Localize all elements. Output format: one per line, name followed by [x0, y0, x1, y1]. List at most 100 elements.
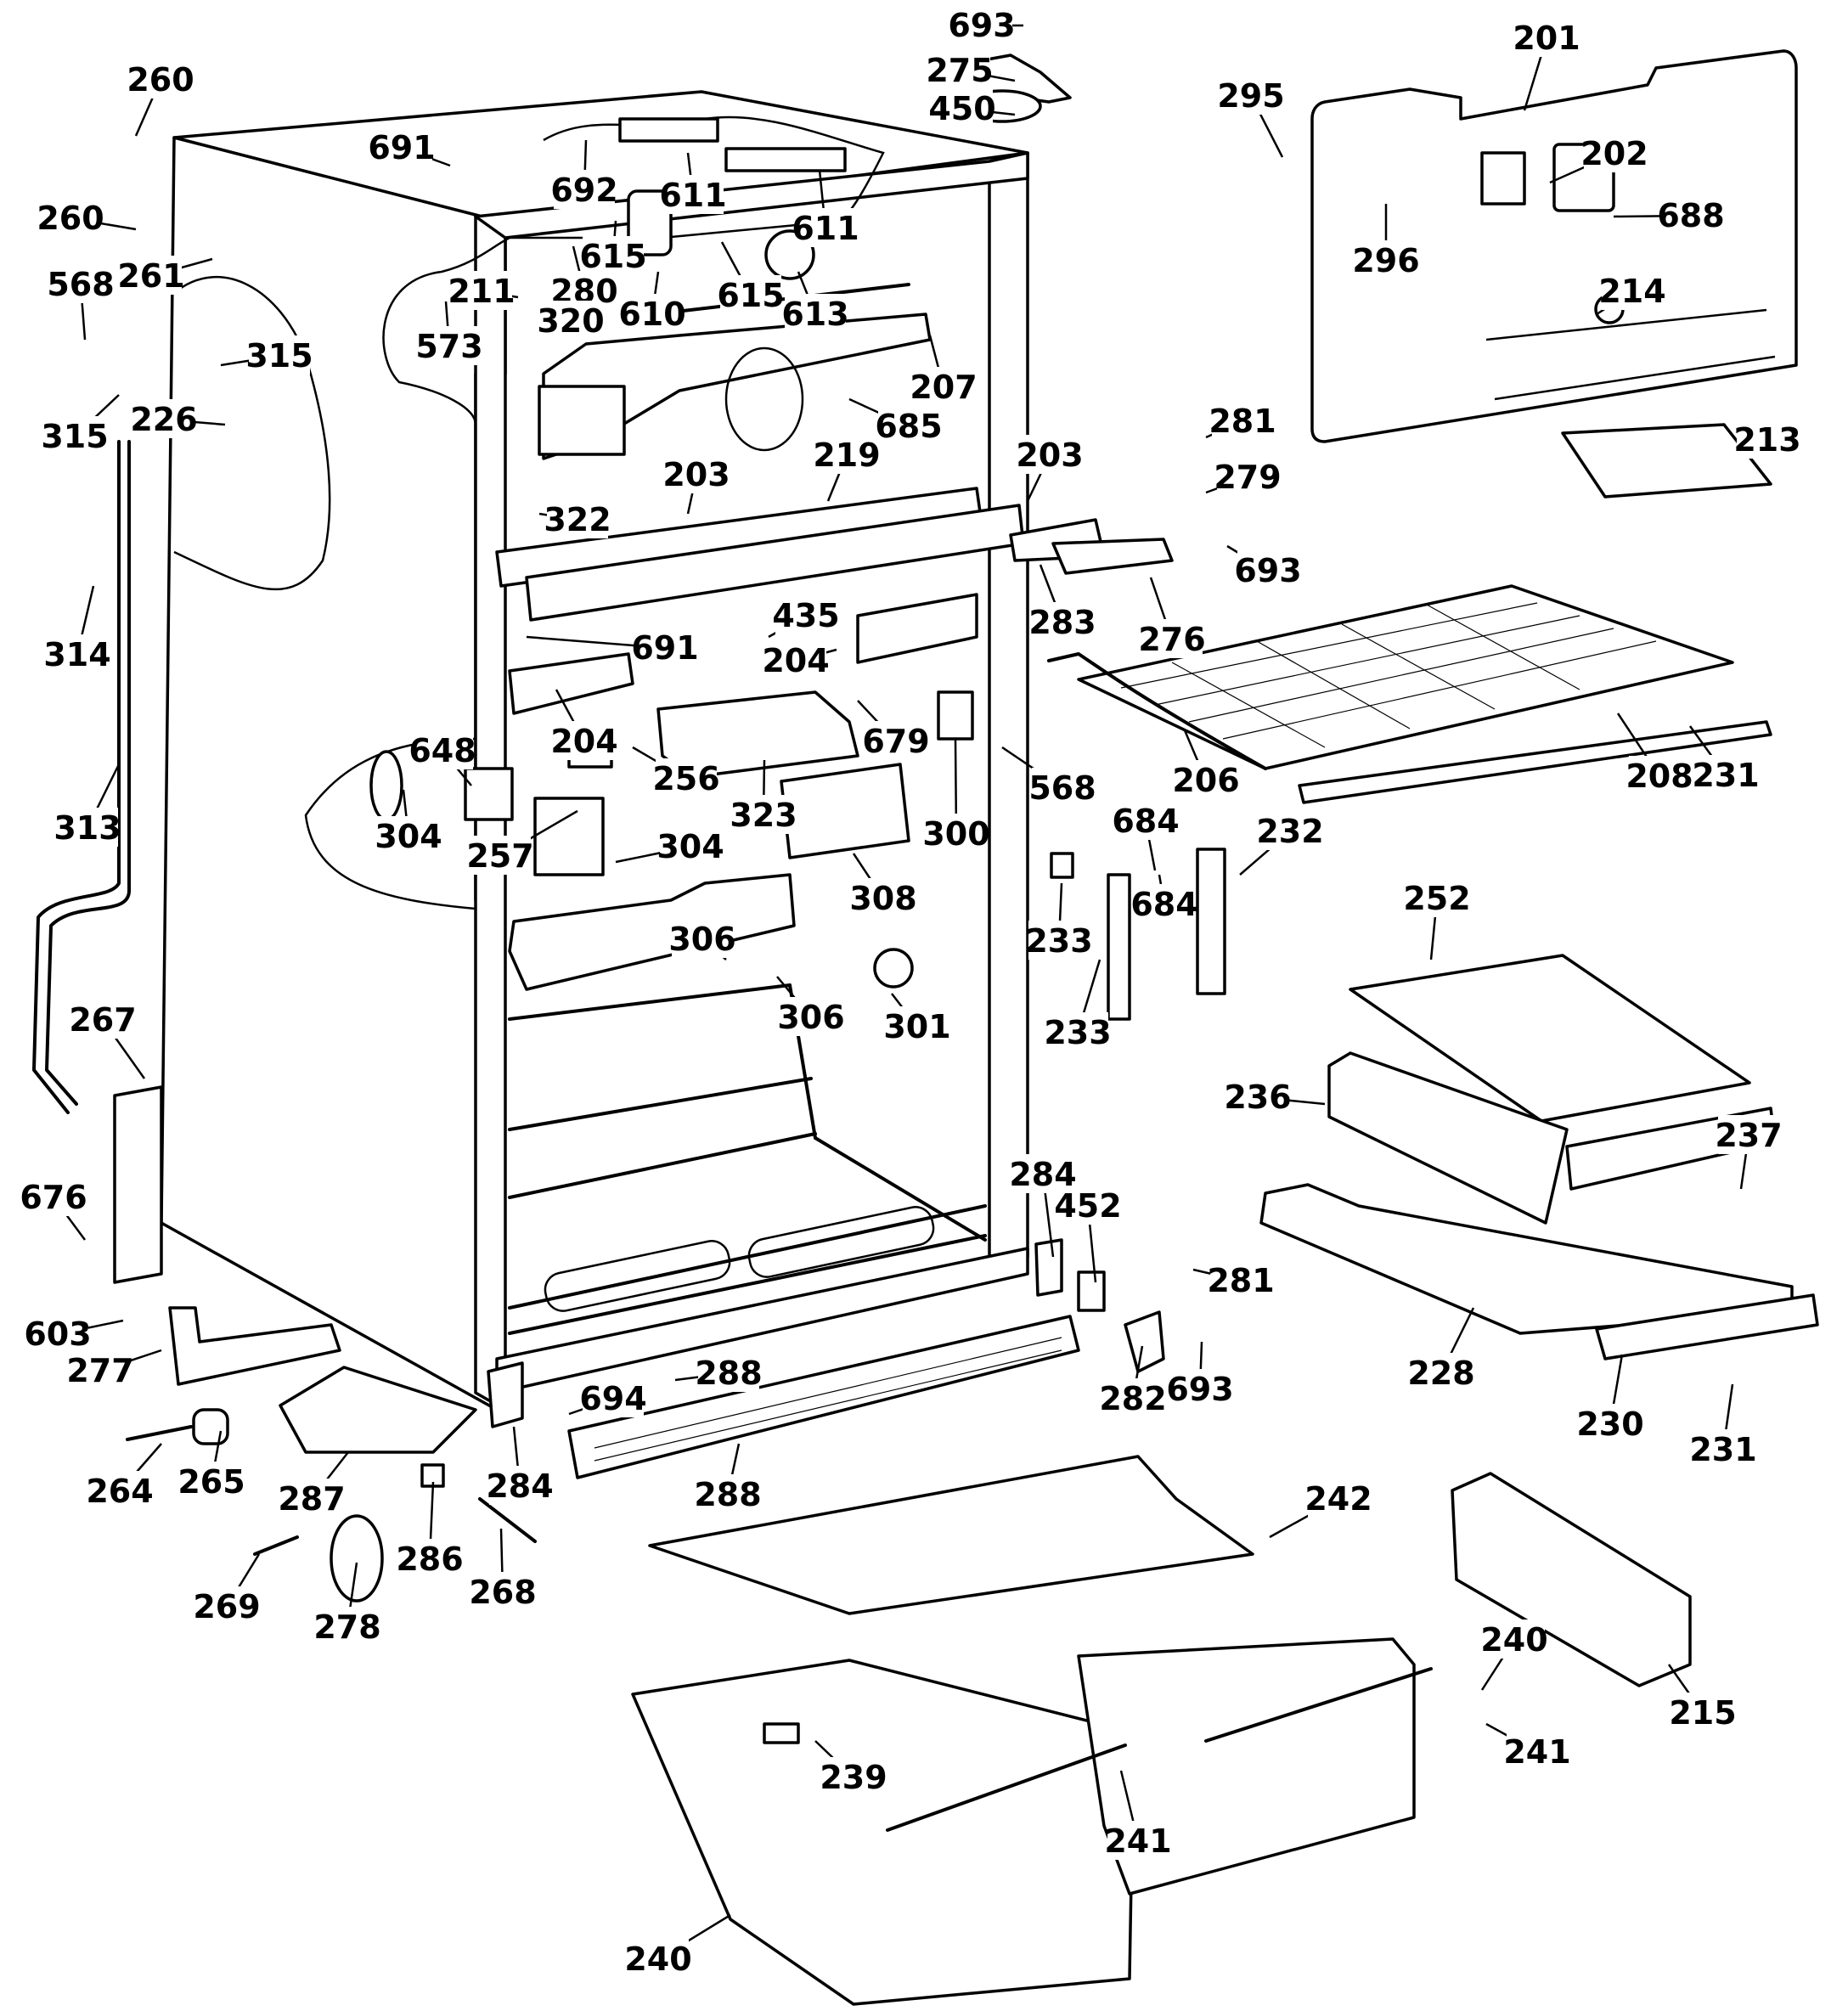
callout-211: 211 — [448, 271, 519, 310]
base-grille-288 — [567, 1315, 1080, 1479]
crisper-cover-242 — [648, 1455, 1254, 1615]
label-background — [40, 198, 101, 237]
part-number-label: 306 — [777, 999, 844, 1036]
label-background — [1660, 195, 1721, 234]
label-background — [378, 816, 439, 855]
part-number-label: 232 — [1256, 813, 1323, 850]
callout-315: 315 — [220, 335, 313, 375]
label-background — [865, 721, 927, 760]
callout-684: 684 — [1130, 874, 1198, 923]
part-number-label: 685 — [875, 408, 942, 445]
callout-267: 267 — [69, 1000, 146, 1079]
part-number-label: 320 — [537, 302, 604, 340]
part-number-label: 288 — [695, 1355, 762, 1392]
callout-230: 230 — [1576, 1354, 1644, 1443]
label-background — [371, 127, 432, 166]
label-background — [780, 997, 842, 1036]
drawer-handle-241 — [886, 1743, 1127, 1832]
label-background — [656, 758, 717, 797]
part-number-label: 693 — [1234, 552, 1301, 589]
part-number-label: 691 — [631, 629, 698, 667]
part-number-label: 450 — [928, 90, 995, 127]
callout-260: 260 — [127, 59, 194, 137]
callout-233: 233 — [1025, 882, 1093, 960]
label-background — [622, 294, 683, 333]
part-number-label: 323 — [730, 797, 797, 834]
bracket-204-left — [508, 652, 634, 715]
center-hinge-2 — [1051, 538, 1174, 575]
callout-231: 231 — [1688, 725, 1760, 794]
part-number-label: 256 — [652, 760, 719, 797]
part-number-label: 313 — [54, 809, 121, 847]
label-background — [698, 1353, 759, 1392]
label-background — [1057, 1186, 1118, 1225]
label-background — [281, 1479, 342, 1518]
callout-206: 206 — [1172, 729, 1240, 799]
label-background — [399, 1539, 460, 1578]
callout-691: 691 — [368, 127, 451, 167]
label-background — [23, 1177, 84, 1216]
part-number-label: 295 — [1217, 77, 1284, 115]
part-number-label: 304 — [375, 818, 442, 855]
leveling-screw-268 — [478, 1497, 537, 1543]
label-background — [913, 367, 974, 406]
callout-603: 603 — [24, 1314, 124, 1353]
part-number-label: 693 — [1166, 1371, 1233, 1408]
label-background — [249, 335, 310, 375]
callout-306: 306 — [776, 976, 845, 1036]
part-number-label: 240 — [1480, 1621, 1547, 1659]
callout-613: 613 — [781, 271, 849, 333]
label-background — [121, 256, 182, 295]
label-background — [317, 1607, 378, 1646]
label-background — [130, 59, 191, 99]
label-background — [1516, 18, 1577, 57]
callout-203: 203 — [662, 454, 730, 515]
part-number-label: 230 — [1576, 1405, 1643, 1443]
part-number-label: 236 — [1224, 1079, 1291, 1116]
shelf-support-233 — [1107, 873, 1131, 1021]
callout-301: 301 — [883, 993, 951, 1045]
part-number-label: 694 — [579, 1380, 646, 1417]
part-number-label: 615 — [579, 238, 646, 275]
part-number-label: 241 — [1104, 1822, 1171, 1860]
callout-279: 279 — [1205, 457, 1282, 496]
axle-264 — [126, 1425, 193, 1441]
part-number-label: 208 — [1625, 758, 1693, 795]
label-background — [196, 1586, 257, 1625]
label-background — [887, 1006, 948, 1045]
part-number-label: 322 — [544, 501, 611, 538]
part-number-label: 240 — [624, 1941, 691, 1978]
callout-276: 276 — [1138, 577, 1206, 658]
label-background — [1019, 435, 1080, 474]
clip-233 — [1050, 852, 1074, 879]
label-background — [1580, 1404, 1641, 1443]
part-number-label: 215 — [1669, 1694, 1736, 1732]
part-number-label: 211 — [448, 273, 515, 310]
part-number-label: 452 — [1054, 1187, 1121, 1225]
part-number-label: 239 — [820, 1759, 887, 1796]
grille-bracket-284 — [487, 1361, 524, 1428]
meat-pan-236 — [1327, 1051, 1569, 1225]
cutout-control — [304, 737, 476, 910]
part-number-label: 237 — [1715, 1117, 1782, 1154]
callout-314: 314 — [43, 585, 111, 673]
label-background — [412, 730, 473, 769]
shelf-trim-230 — [1595, 1293, 1819, 1360]
label-background — [1693, 1429, 1754, 1468]
part-number-label: 314 — [43, 636, 110, 673]
label-background — [926, 814, 987, 853]
part-number-label: 219 — [813, 437, 880, 474]
label-background — [1175, 760, 1237, 799]
part-number-label: 252 — [1403, 880, 1470, 917]
callout-278: 278 — [313, 1562, 381, 1646]
pin-269 — [253, 1535, 299, 1556]
motor-bracket — [618, 117, 719, 143]
callout-296: 296 — [1352, 204, 1420, 279]
knob-301 — [873, 948, 914, 989]
part-number-label: 435 — [772, 597, 839, 634]
part-number-label: 276 — [1138, 621, 1205, 658]
damper-motor-648 — [464, 767, 514, 821]
part-number-label: 684 — [1112, 803, 1179, 840]
callout-275: 275 — [926, 50, 1016, 89]
